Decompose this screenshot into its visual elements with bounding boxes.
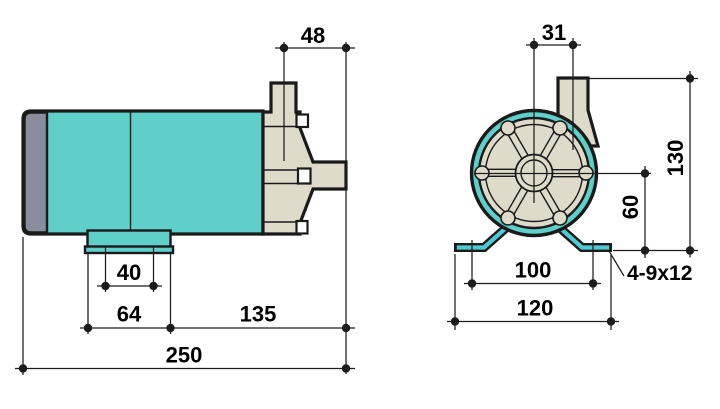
bracket-right: [556, 224, 610, 250]
dim-dot: [83, 323, 93, 333]
dim-dot: [341, 364, 351, 373]
dim-dot: [606, 317, 616, 326]
boss: [552, 210, 568, 226]
dim-dot: [588, 279, 598, 288]
slot-note-label: 4-9x12: [627, 262, 692, 285]
dim-label-40: 40: [117, 260, 141, 285]
dim-dot: [279, 43, 289, 53]
boss: [500, 120, 516, 136]
dim-60: 60: [618, 166, 650, 258]
dim-dot: [685, 246, 695, 255]
dim-40: 40: [97, 246, 162, 292]
bracket-left: [456, 224, 510, 250]
dim-dot: [467, 279, 477, 288]
dim-dot: [166, 323, 175, 333]
foot-base-plate-side: [83, 245, 175, 255]
dim-dot: [149, 281, 158, 291]
boss: [552, 120, 568, 136]
dim-label-100: 100: [515, 258, 552, 283]
dim-label-120: 120: [517, 296, 554, 321]
dim-100: 100: [464, 240, 601, 290]
dim-31: 31: [526, 20, 581, 150]
dim-label-135: 135: [240, 302, 277, 327]
dim-dot: [640, 169, 650, 178]
dim-label-60: 60: [618, 195, 643, 219]
head-notch-bottom: [295, 219, 309, 235]
dim-48: 48: [275, 23, 355, 161]
dim-dot: [640, 246, 650, 255]
dim-dot: [450, 317, 460, 326]
leader-line: [608, 250, 625, 277]
pump-head-side: [261, 81, 348, 236]
slot-callout: 4-9x12: [608, 250, 692, 285]
dim-130: 130: [663, 71, 695, 258]
dim-label-250: 250: [166, 343, 203, 368]
motor-body: [21, 109, 265, 236]
dim-64-135: 64 135: [80, 253, 355, 334]
boss: [500, 210, 516, 226]
dim-label-64: 64: [117, 302, 142, 327]
dim-dot: [529, 40, 539, 50]
front-view: [454, 38, 651, 252]
dim-label-48: 48: [301, 23, 325, 48]
dim-dot: [685, 74, 695, 83]
dim-dot: [18, 364, 28, 373]
dimensions-side-view: 48 40 64 135 250: [15, 23, 355, 375]
mounting-foot-side: [86, 229, 172, 249]
dim-dot: [341, 323, 351, 333]
dim-dot: [568, 40, 578, 50]
dimensions-front-view: 31 130 60 100: [447, 20, 698, 330]
motor-rear-cap: [23, 111, 49, 234]
dim-label-31: 31: [542, 20, 566, 45]
dim-120: 120: [447, 254, 619, 330]
head-notch-middle: [296, 167, 312, 185]
dim-label-130: 130: [663, 140, 688, 177]
side-view: [21, 81, 348, 255]
head-notch-top: [295, 113, 310, 129]
dim-dot: [341, 43, 351, 53]
dim-250: 250: [15, 237, 355, 375]
dim-dot: [101, 281, 110, 291]
